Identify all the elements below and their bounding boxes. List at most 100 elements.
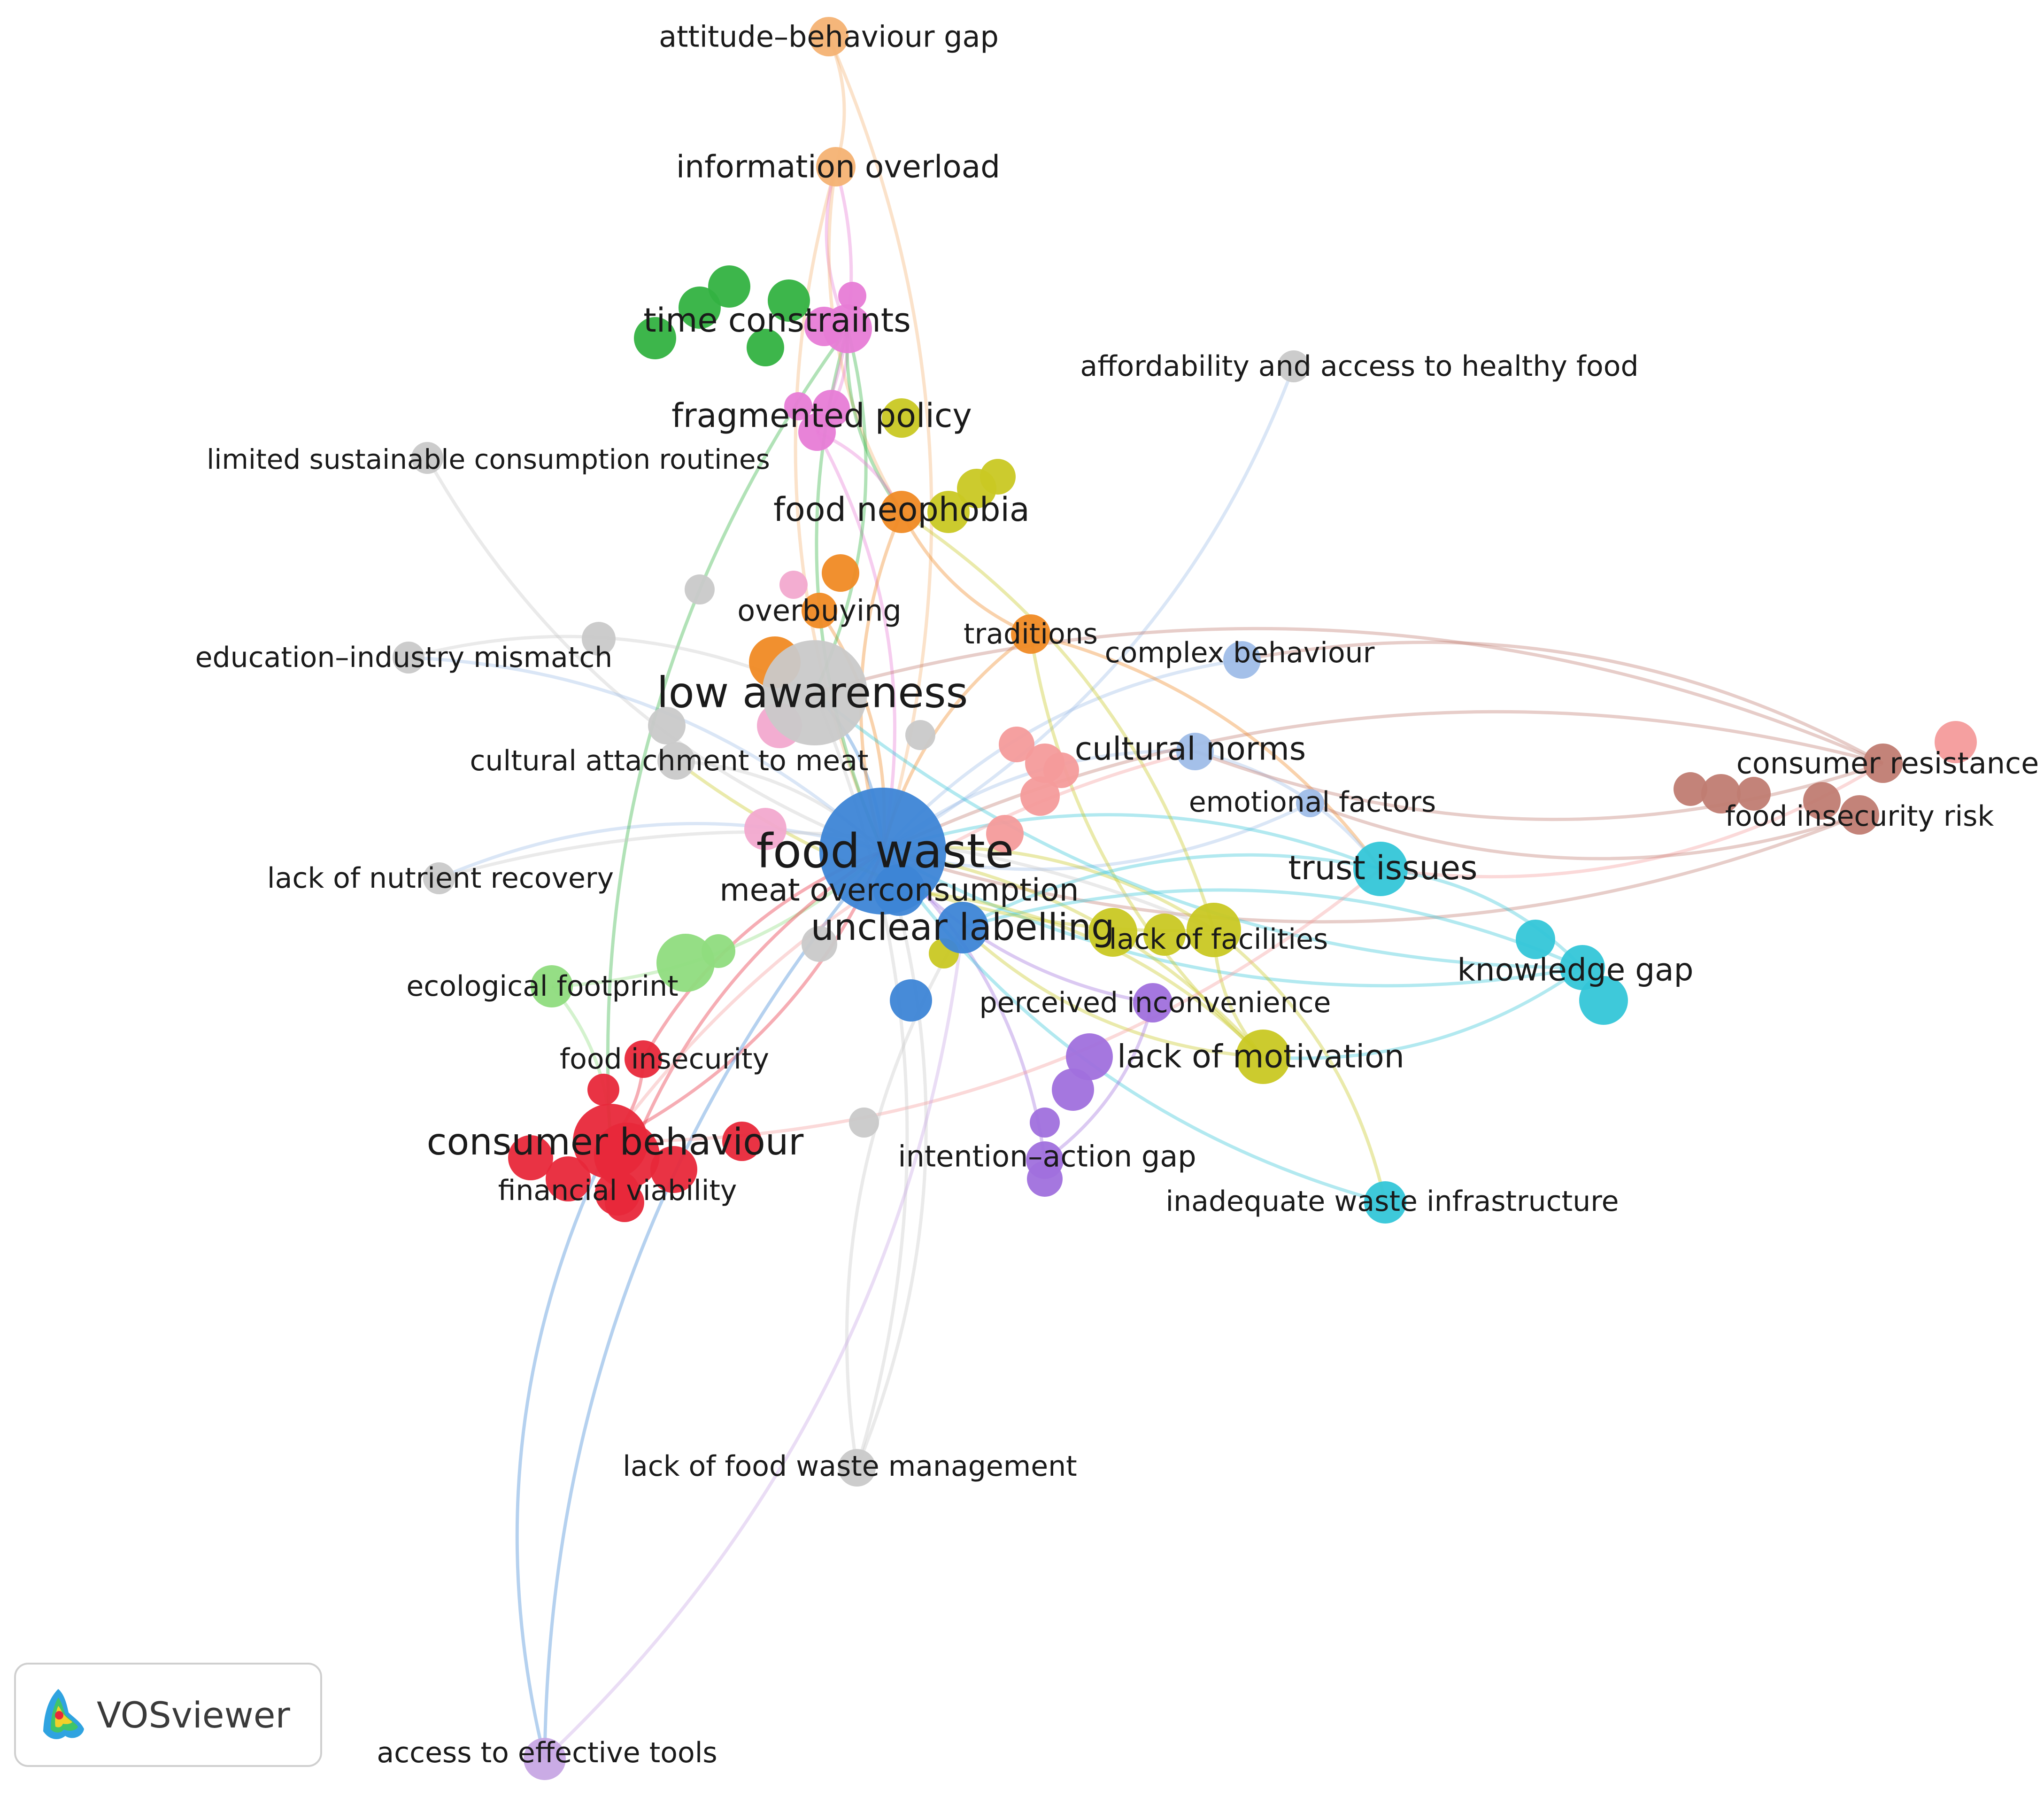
minor-node-41[interactable] — [1066, 1033, 1113, 1080]
minor-node-28[interactable] — [1701, 774, 1741, 813]
minor-node-45[interactable] — [587, 1074, 619, 1106]
node-traditions[interactable] — [1011, 614, 1050, 654]
edge-food-waste-information-overload — [794, 166, 885, 852]
minor-node-34[interactable] — [1088, 908, 1137, 957]
label-meat-overconsumption: meat overconsumption — [719, 872, 1079, 908]
minor-node-25[interactable] — [1020, 776, 1060, 816]
minor-node-50[interactable] — [722, 1122, 762, 1161]
node-trust-issues[interactable] — [1353, 842, 1408, 896]
minor-node-52[interactable] — [849, 1108, 879, 1138]
node-lack-of-motivation[interactable] — [1236, 1030, 1290, 1084]
minor-node-47[interactable] — [546, 1156, 591, 1201]
edge-traditions-lack-of-motivation — [1029, 634, 1265, 1058]
node-overbuying[interactable] — [802, 593, 837, 628]
node-information-overload[interactable] — [816, 147, 856, 186]
minor-node-12[interactable] — [927, 491, 970, 533]
minor-node-2[interactable] — [768, 279, 810, 322]
node-consumer-behaviour[interactable] — [573, 1104, 648, 1179]
node-unclear-labelling[interactable] — [937, 902, 988, 953]
minor-node-6[interactable] — [838, 282, 866, 310]
label-cultural-attachment: cultural attachment to meat — [470, 744, 869, 777]
node-attitude-behaviour-gap[interactable] — [809, 17, 848, 56]
minor-node-0[interactable] — [708, 265, 750, 308]
label-unclear-labelling: unclear labelling — [810, 906, 1114, 949]
minor-node-40[interactable] — [702, 934, 735, 968]
minor-node-8[interactable] — [784, 392, 812, 420]
label-affordability: affordability and access to healthy food — [1080, 350, 1638, 383]
node-meat-overconsumption[interactable] — [873, 864, 925, 916]
minor-node-30[interactable] — [1803, 782, 1841, 820]
edge-food-waste-access-to-effective-tools — [543, 850, 884, 1759]
label-time-constraints: time constraints — [643, 301, 910, 340]
minor-node-18[interactable] — [905, 720, 935, 750]
label-cultural-norms: cultural norms — [1075, 731, 1306, 768]
node-access-to-effective-tools[interactable] — [524, 1738, 566, 1780]
edge-complex-behaviour-consumer-resistance — [1242, 641, 1884, 765]
label-inadequate-waste-infrastructure: inadequate waste infrastructure — [1165, 1185, 1619, 1218]
edge-food-waste-food-insecurity-risk — [882, 813, 1860, 924]
node-food-insecurity-risk[interactable] — [1840, 795, 1879, 835]
node-complex-behaviour[interactable] — [1223, 641, 1261, 679]
edge-unclear-labelling-knowledge-gap — [962, 888, 1583, 969]
minor-node-19[interactable] — [648, 707, 686, 744]
label-lack-of-motivation: lack of motivation — [1117, 1038, 1404, 1076]
minor-node-4[interactable] — [747, 329, 784, 366]
minor-node-42[interactable] — [1052, 1069, 1094, 1111]
node-intention-action-gap[interactable] — [1026, 1141, 1064, 1179]
label-lack-of-food-waste-management: lack of food waste management — [623, 1450, 1077, 1483]
label-overbuying: overbuying — [737, 594, 901, 628]
minor-node-31[interactable] — [1935, 721, 1977, 763]
label-information-overload: information overload — [676, 149, 1000, 185]
node-affordability[interactable] — [1278, 350, 1310, 382]
minor-node-22[interactable] — [999, 727, 1034, 762]
node-ecological-footprint[interactable] — [531, 965, 573, 1007]
minor-node-24[interactable] — [1043, 752, 1079, 788]
minor-node-17[interactable] — [582, 622, 616, 656]
minor-node-43[interactable] — [1030, 1108, 1060, 1138]
minor-node-37[interactable] — [802, 926, 837, 962]
node-inadequate-waste-infrastructure[interactable] — [1364, 1181, 1406, 1224]
minor-node-15[interactable] — [779, 571, 808, 599]
node-food-insecurity[interactable] — [625, 1040, 662, 1078]
node-cultural-attachment[interactable] — [657, 742, 695, 780]
node-knowledge-gap[interactable] — [1560, 945, 1605, 990]
minor-node-32[interactable] — [1516, 920, 1555, 959]
node-consumer-resistance[interactable] — [1863, 744, 1903, 783]
node-limited-routines[interactable] — [411, 442, 443, 474]
node-lack-of-nutrient-recovery[interactable] — [423, 862, 455, 894]
minor-node-46[interactable] — [508, 1135, 553, 1180]
minor-node-27[interactable] — [1674, 772, 1707, 806]
node-financial-viability[interactable] — [595, 1170, 640, 1216]
label-intention-action-gap: intention–action gap — [898, 1139, 1196, 1174]
minor-node-39[interactable] — [656, 934, 715, 992]
edge-time-constraints-low-awareness — [813, 328, 868, 694]
minor-node-1[interactable] — [679, 287, 721, 329]
edge-trust-issues-knowledge-gap — [1380, 867, 1584, 969]
label-trust-issues: trust issues — [1288, 849, 1477, 887]
minor-node-11[interactable] — [980, 459, 1016, 495]
node-emotional-factors[interactable] — [1296, 789, 1324, 817]
node-perceived-inconvenience[interactable] — [1133, 983, 1172, 1022]
minor-node-35[interactable] — [1143, 914, 1186, 956]
node-education-mismatch[interactable] — [393, 642, 424, 674]
minor-node-3[interactable] — [634, 317, 676, 359]
minor-node-29[interactable] — [1737, 777, 1771, 811]
node-lack-of-facilities[interactable] — [1187, 903, 1241, 957]
label-education-mismatch: education–industry mismatch — [195, 641, 613, 674]
minor-node-38[interactable] — [890, 979, 932, 1022]
minor-node-26[interactable] — [986, 815, 1024, 852]
minor-node-13[interactable] — [822, 554, 859, 592]
node-low-awareness[interactable] — [762, 640, 867, 745]
minor-node-16[interactable] — [685, 574, 715, 604]
node-fragmented-policy[interactable] — [798, 413, 836, 451]
node-cultural-norms[interactable] — [1176, 733, 1214, 770]
node-lack-of-food-waste-management[interactable] — [838, 1449, 876, 1487]
minor-node-49[interactable] — [650, 1146, 697, 1193]
node-time-constraints[interactable] — [823, 304, 872, 353]
minor-node-21[interactable] — [744, 808, 787, 850]
minor-node-9[interactable] — [882, 398, 921, 438]
edge-food-waste-trust-issues — [882, 813, 1381, 871]
node-food-neophobia[interactable] — [880, 491, 923, 533]
vosviewer-logo-text: VOSviewer — [97, 1694, 290, 1736]
